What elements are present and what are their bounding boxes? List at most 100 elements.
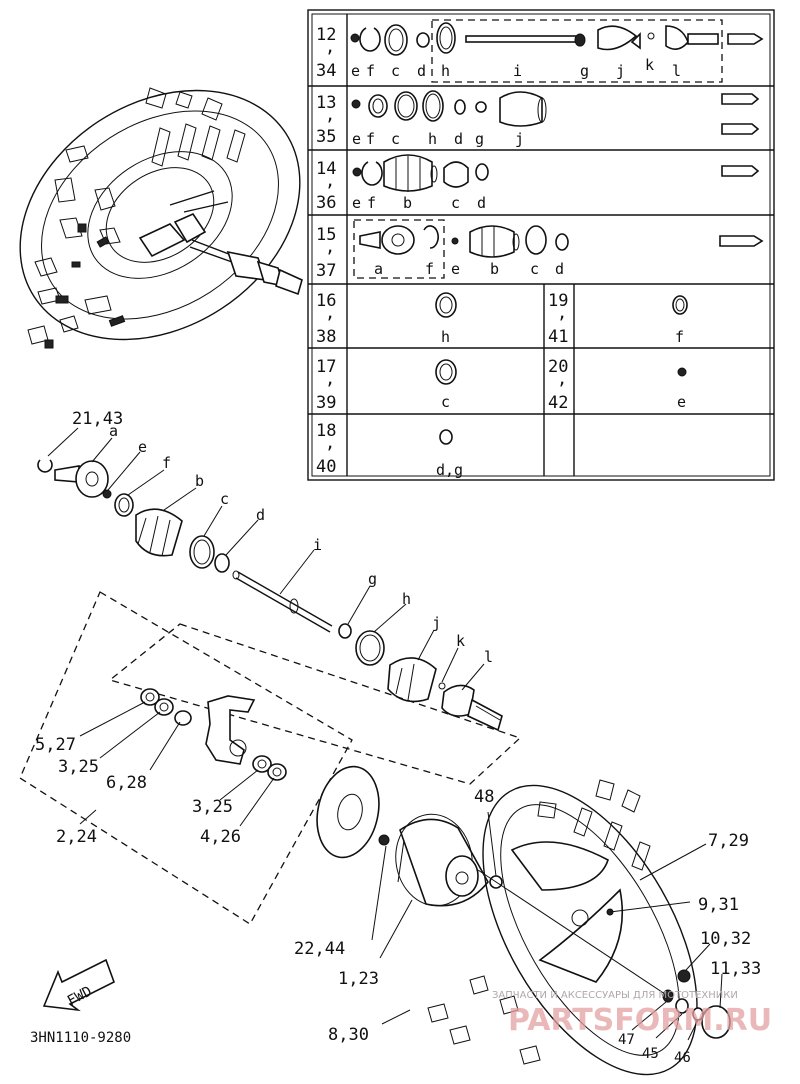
row-13-label-h: h	[428, 130, 437, 148]
row-12-34-number: 12 , 34	[316, 25, 336, 81]
row-15-label-e: e	[451, 260, 460, 278]
row-12-label-e: e	[351, 62, 360, 80]
label-3-25-lower: 3,25	[192, 797, 233, 817]
row-19-41-top: 19	[548, 291, 568, 311]
row-12-label-h: h	[441, 62, 450, 80]
row-13-35-sep: ,	[325, 105, 335, 125]
watermark-small-text: ЗАПЧАСТИ И АКСЕССУАРЫ ДЛЯ МОТОТЕХНИКИ	[492, 990, 738, 1001]
label-l: l	[484, 648, 493, 666]
row-15-37-bottom: 37	[316, 261, 336, 281]
label-11-33: 11,33	[710, 959, 761, 979]
row-15-37-sep: ,	[325, 237, 335, 257]
row-20-42-parts: e	[677, 367, 687, 411]
label-4-26: 4,26	[200, 827, 241, 847]
label-22-44: 22,44	[294, 939, 345, 959]
row-15-37-top: 15	[316, 225, 336, 245]
row-13-label-e: e	[352, 130, 361, 148]
row-13-label-g: g	[475, 130, 484, 148]
row-19-41-number: 19 , 41	[548, 291, 568, 347]
row-13-35-top: 13	[316, 93, 336, 113]
row-16-38-top: 16	[316, 291, 336, 311]
label-d: d	[256, 506, 265, 524]
label-h: h	[402, 590, 411, 608]
row-14-36-top: 14	[316, 159, 336, 179]
row-14-36-bottom: 36	[316, 193, 336, 213]
row-12-label-k: k	[645, 56, 654, 74]
label-g: g	[368, 570, 377, 588]
row-19-label-f: f	[675, 328, 684, 346]
row-18-40-number: 18 , 40	[316, 421, 336, 477]
label-c: c	[220, 490, 229, 508]
label-3-25-upper: 3,25	[58, 757, 99, 777]
row-17-39-number: 17 , 39	[316, 357, 336, 413]
row-12-34-top: 12	[316, 25, 336, 45]
row-13-35-number: 13 , 35	[316, 93, 336, 147]
row-18-40-bottom: 40	[316, 457, 336, 477]
row-17-39-top: 17	[316, 357, 336, 377]
label-i: i	[313, 536, 322, 554]
row-20-42-bottom: 42	[548, 393, 568, 413]
diagram-code: 3HN1110-9280	[30, 1030, 131, 1046]
label-9-31: 9,31	[698, 895, 739, 915]
row-12-label-l: l	[672, 62, 681, 80]
row-18-label-dg: d,g	[436, 461, 463, 479]
row-13-35-bottom: 35	[316, 127, 336, 147]
row-14-label-c: c	[451, 194, 460, 212]
label-a: a	[109, 422, 118, 440]
label-7-29: 7,29	[708, 831, 749, 851]
row-13-label-d: d	[454, 130, 463, 148]
row-14-36-number: 14 , 36	[316, 159, 336, 213]
row-20-label-e: e	[677, 393, 686, 411]
label-1-23: 1,23	[338, 969, 379, 989]
row-13-35-parts: e f c h d g j	[351, 90, 760, 148]
row-19-41-sep: ,	[557, 303, 567, 323]
label-2-24: 2,24	[56, 827, 97, 847]
row-12-34-bottom: 34	[316, 61, 336, 81]
row-18-40-sep: ,	[325, 433, 335, 453]
row-20-42-number: 20 , 42	[548, 357, 568, 413]
label-47: 47	[618, 1032, 635, 1048]
row-14-label-f: f	[367, 194, 376, 212]
row-13-label-f: f	[366, 130, 375, 148]
row-15-label-b: b	[490, 260, 499, 278]
row-12-label-c: c	[391, 62, 400, 80]
label-b: b	[195, 472, 204, 490]
label-f: f	[162, 454, 171, 472]
row-12-label-i: i	[513, 62, 522, 80]
driveshaft-exploded-view: 21,43 a e f b c d i g h j k l	[37, 409, 503, 732]
label-5-27: 5,27	[35, 735, 76, 755]
row-18-40-parts: d,g	[436, 429, 463, 479]
row-17-39-bottom: 39	[316, 393, 336, 413]
row-16-38-sep: ,	[325, 303, 335, 323]
row-19-41-bottom: 41	[548, 327, 568, 347]
label-e: e	[138, 438, 147, 456]
label-21-43: 21,43	[72, 409, 123, 429]
row-12-34-parts: e f c d h i g j k l	[350, 19, 764, 83]
row-16-38-number: 16 , 38	[316, 291, 336, 347]
row-16-label-h: h	[441, 328, 450, 346]
row-20-42-sep: ,	[557, 369, 567, 389]
row-13-label-j: j	[515, 130, 524, 148]
row-12-34-sep: ,	[325, 37, 335, 57]
row-20-42-top: 20	[548, 357, 568, 377]
label-48: 48	[474, 787, 494, 807]
row-15-37-parts: a f e b c d	[353, 219, 764, 279]
label-6-28: 6,28	[106, 773, 147, 793]
row-12-label-d: d	[417, 62, 426, 80]
row-18-40-top: 18	[316, 421, 336, 441]
label-46: 46	[674, 1050, 691, 1066]
row-17-39-parts: c	[435, 359, 457, 411]
row-14-36-parts: e f b c d	[352, 154, 760, 212]
row-12-label-j: j	[616, 62, 625, 80]
row-15-label-f: f	[425, 260, 434, 278]
row-19-41-parts: f	[672, 295, 688, 346]
label-8-30: 8,30	[328, 1025, 369, 1045]
row-15-label-a: a	[374, 260, 383, 278]
label-k: k	[456, 632, 465, 650]
label-10-32: 10,32	[700, 929, 751, 949]
knuckle-group: 5,27 3,25 6,28 3,25 4,26 2,24	[19, 591, 522, 925]
wheel-hub-illustration: 48 7,29 9,31 10,32 11,33 22,44 1,23 8,30…	[294, 765, 761, 1076]
row-14-label-e: e	[352, 194, 361, 212]
fwd-arrow-icon: FWD	[42, 958, 115, 1012]
